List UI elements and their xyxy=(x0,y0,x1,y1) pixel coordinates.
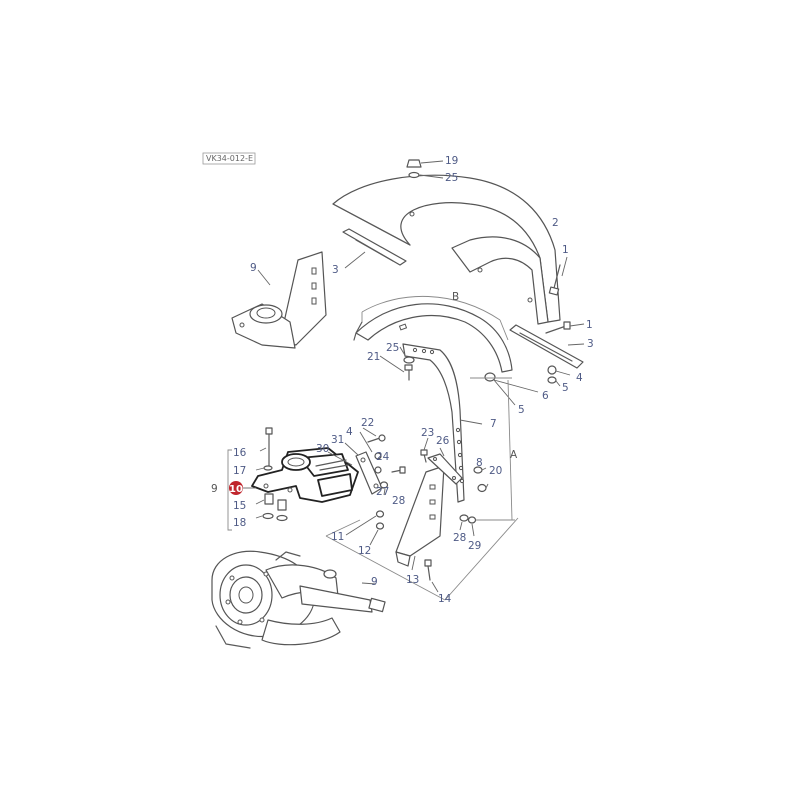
callout-5-right: 5 xyxy=(562,382,569,394)
callout-20: 20 xyxy=(489,465,502,477)
callout-24: 24 xyxy=(376,451,390,463)
callout-12: 12 xyxy=(358,545,371,557)
strap-3-upper xyxy=(342,228,407,269)
callout-6: 6 xyxy=(542,390,549,402)
callout-21: 21 xyxy=(367,351,380,363)
reference-code-label: VK34-012-E xyxy=(202,152,256,165)
fender-nut-19-25 xyxy=(406,159,444,179)
callout-27: 27 xyxy=(376,486,389,498)
callout-13: 13 xyxy=(406,574,419,586)
axle-assembly xyxy=(211,550,386,649)
callout-28-lower: 28 xyxy=(453,532,466,544)
svg-text:VK34-012-E: VK34-012-E xyxy=(206,154,253,163)
callout-5-middle: 5 xyxy=(518,404,525,416)
callout-25-top: 25 xyxy=(445,172,458,184)
callout-9-middle: 9 xyxy=(211,483,218,495)
callout-2: 2 xyxy=(552,217,559,229)
callout-labels: 19 25 2 1 9 3 B 1 3 25 21 4 5 6 5 7 22 4… xyxy=(211,155,594,605)
callout-18: 18 xyxy=(233,517,246,529)
bolt-21-nut-25 xyxy=(379,346,415,381)
bolt-1-lower xyxy=(545,321,585,334)
callout-1-upper: 1 xyxy=(562,244,569,256)
callout-22: 22 xyxy=(361,417,374,429)
callout-31: 31 xyxy=(331,434,344,446)
callout-25-middle: 25 xyxy=(386,342,399,354)
bolt-23 xyxy=(420,437,429,463)
callout-19: 19 xyxy=(445,155,458,167)
callout-23: 23 xyxy=(421,427,434,439)
callout-16: 16 xyxy=(233,447,247,459)
callout-28-middle: 28 xyxy=(392,495,405,507)
callout-3-lower: 3 xyxy=(587,338,594,350)
bolt-16 xyxy=(259,427,273,467)
callout-4-right: 4 xyxy=(576,372,583,384)
support-arm-7 xyxy=(402,343,483,503)
callout-9-lower: 9 xyxy=(371,576,378,588)
spacers-15-18 xyxy=(255,465,288,522)
bolt-22 xyxy=(359,427,386,474)
fender-top[interactable] xyxy=(332,174,561,325)
assembly-lines xyxy=(325,517,519,601)
callout-11: 11 xyxy=(331,531,344,543)
nuts-28-29-lower xyxy=(459,514,477,537)
strap-3-lower xyxy=(509,324,585,369)
bracket-9-upper xyxy=(231,251,327,349)
group-9-bracket-line xyxy=(227,449,232,531)
bolt-14 xyxy=(424,559,439,593)
nuts-8-20 xyxy=(473,466,489,493)
callout-9-upper: 9 xyxy=(250,262,257,274)
callout-26: 26 xyxy=(436,435,450,447)
dimension-A-label: A xyxy=(510,449,518,461)
svg-text:10: 10 xyxy=(229,484,243,495)
callout-15: 15 xyxy=(233,500,246,512)
callout-7: 7 xyxy=(490,418,497,430)
fender-arm-B xyxy=(353,295,513,373)
nuts-4-5-right xyxy=(547,365,571,387)
callout-29: 29 xyxy=(468,540,481,552)
dimension-B-label: B xyxy=(452,291,459,303)
callout-8: 8 xyxy=(476,457,483,469)
nut-27 xyxy=(379,466,406,496)
arm-26 xyxy=(427,447,463,485)
callout-30: 30 xyxy=(316,443,329,455)
highlight-marker-10[interactable]: 10 xyxy=(229,481,256,495)
dimension-A xyxy=(470,377,515,521)
callout-3-upper: 3 xyxy=(332,264,339,276)
callout-1-lower: 1 xyxy=(586,319,593,331)
nuts-5-6-middle xyxy=(484,372,539,406)
callout-4-middle: 4 xyxy=(346,426,353,438)
callout-14: 14 xyxy=(438,593,452,605)
nuts-11-12 xyxy=(345,510,385,546)
bracket-10[interactable] xyxy=(251,447,359,503)
bolt-1-upper xyxy=(548,256,568,296)
callout-17: 17 xyxy=(233,465,246,477)
side-bracket-13 xyxy=(395,465,445,571)
